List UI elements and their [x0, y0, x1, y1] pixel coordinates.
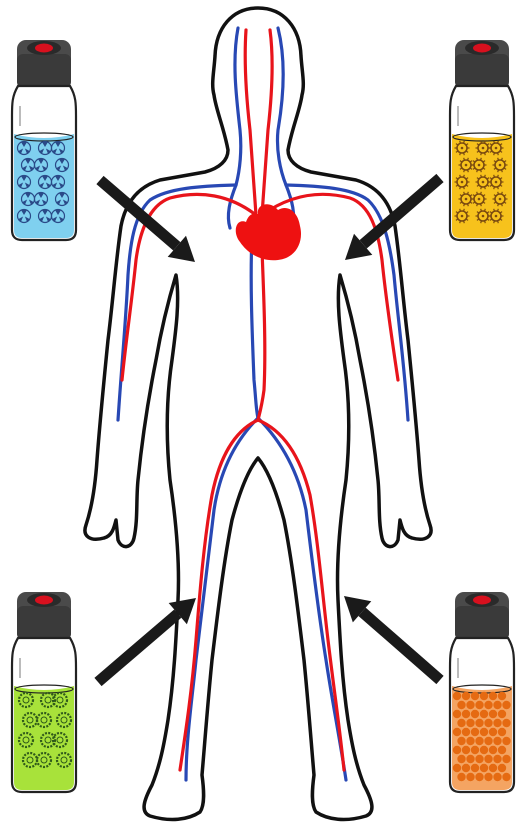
- dot-particle: [462, 692, 470, 700]
- dot-particle: [493, 755, 501, 763]
- dot-particle: [502, 701, 510, 709]
- dot-particle: [484, 755, 492, 763]
- dot-particle: [489, 764, 497, 772]
- vial-top-left: [12, 40, 76, 240]
- vial-liquid: [452, 134, 512, 238]
- dot-particle: [462, 728, 470, 736]
- vial-septum: [35, 596, 53, 605]
- dot-particle: [471, 728, 479, 736]
- dot-particle: [453, 764, 461, 772]
- dot-particle: [484, 719, 492, 727]
- dot-particle: [484, 737, 492, 745]
- dot-particle: [475, 755, 483, 763]
- dot-particle: [489, 728, 497, 736]
- dot-particle: [457, 719, 465, 727]
- vial-cap-band: [17, 606, 71, 640]
- dot-particle: [502, 737, 510, 745]
- arrow-shaft: [98, 614, 178, 682]
- dot-particle: [493, 737, 501, 745]
- dot-particle: [493, 701, 501, 709]
- vial-bottom-right: [450, 592, 514, 792]
- dot-particle: [457, 755, 465, 763]
- dot-particle: [462, 746, 470, 754]
- vial-bottom-left: [12, 592, 76, 792]
- dot-particle: [453, 746, 461, 754]
- dot-particle: [498, 710, 506, 718]
- dot-particle: [453, 692, 461, 700]
- dot-particle: [489, 710, 497, 718]
- dot-particle: [489, 692, 497, 700]
- dot-particle: [471, 764, 479, 772]
- dot-particle: [502, 719, 510, 727]
- dot-particle: [480, 710, 488, 718]
- arrow-shaft: [362, 612, 440, 680]
- dot-particle: [475, 719, 483, 727]
- dot-particle: [462, 764, 470, 772]
- dot-particle: [480, 728, 488, 736]
- dot-particle: [471, 710, 479, 718]
- vial-septum: [473, 44, 491, 53]
- dot-particle: [498, 746, 506, 754]
- dot-particle: [471, 692, 479, 700]
- dot-particle: [457, 701, 465, 709]
- dot-particle: [493, 773, 501, 781]
- dot-particle: [475, 773, 483, 781]
- vial-cap-band: [455, 54, 509, 88]
- dot-particle: [489, 746, 497, 754]
- dot-particle: [457, 737, 465, 745]
- dot-particle: [466, 755, 474, 763]
- dot-particle: [471, 746, 479, 754]
- dot-particle: [498, 692, 506, 700]
- dot-particle: [453, 710, 461, 718]
- vial-cap-band: [455, 606, 509, 640]
- dot-particle: [502, 755, 510, 763]
- dot-particle: [484, 773, 492, 781]
- dot-particle: [484, 701, 492, 709]
- dot-particle: [480, 746, 488, 754]
- dot-particle: [498, 728, 506, 736]
- arrow-bottom-right: [344, 596, 440, 680]
- dot-particle: [475, 701, 483, 709]
- dot-particle: [498, 764, 506, 772]
- vial-cap-band: [17, 54, 71, 88]
- dot-particle: [480, 692, 488, 700]
- dot-particle: [502, 773, 510, 781]
- dot-particle: [453, 728, 461, 736]
- dot-particle: [466, 773, 474, 781]
- dot-particle: [493, 719, 501, 727]
- dot-particle: [466, 701, 474, 709]
- dot-particle: [466, 719, 474, 727]
- dot-particle: [457, 773, 465, 781]
- dot-particle: [462, 710, 470, 718]
- vial-septum: [473, 596, 491, 605]
- dot-particle: [475, 737, 483, 745]
- dot-particle: [480, 764, 488, 772]
- vial-top-right: [450, 40, 514, 240]
- dot-particle: [466, 737, 474, 745]
- vial-septum: [35, 44, 53, 53]
